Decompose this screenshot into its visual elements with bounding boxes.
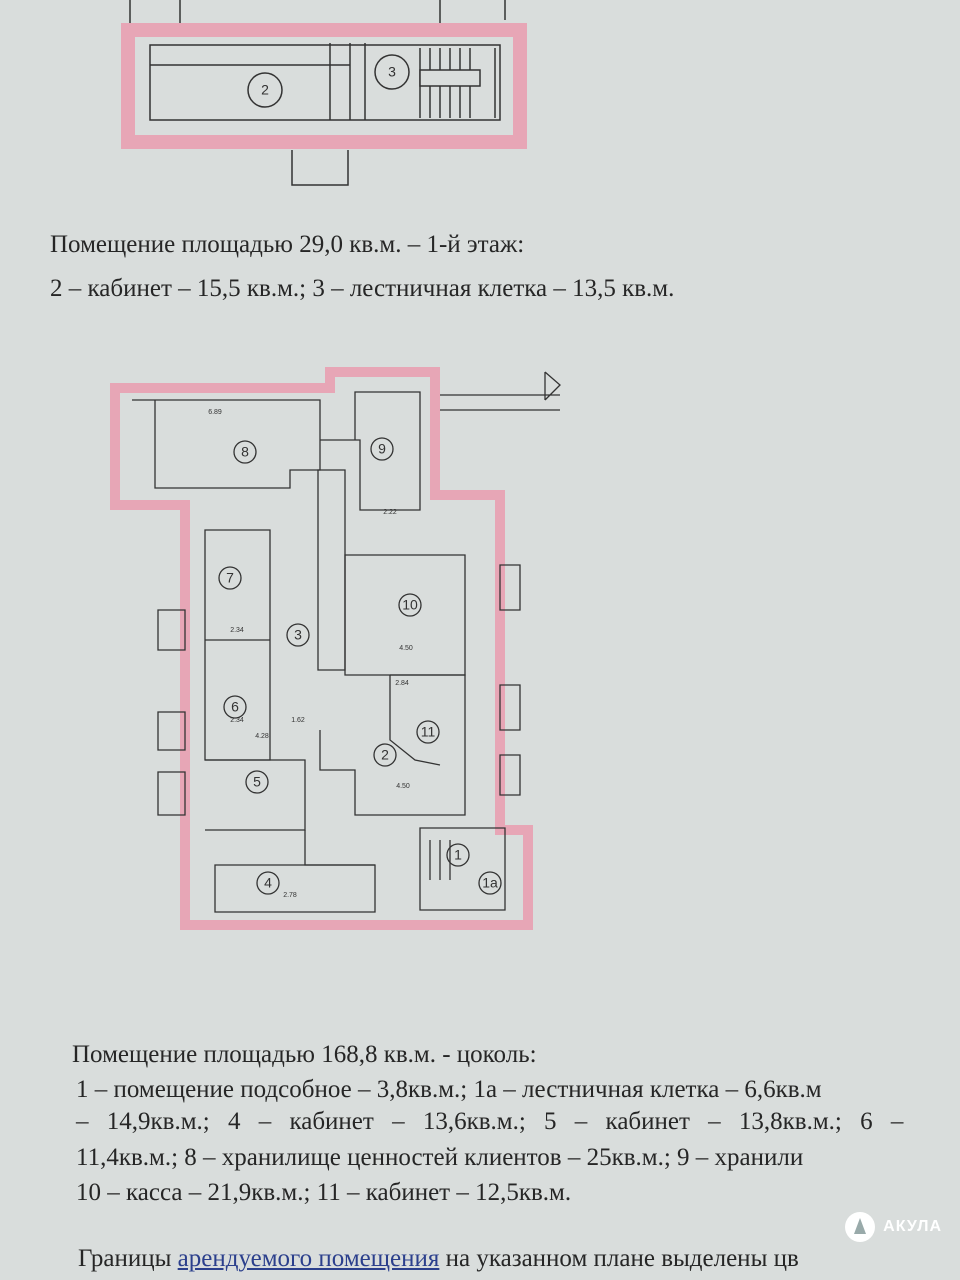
dimension-labels: 6.89 2.22 2.34 2.34 1.62 4.28 4.50 2.84 … <box>208 409 413 899</box>
room-label: 1 <box>454 847 462 863</box>
dimension-label: 4.50 <box>399 645 413 652</box>
footer-note-prefix: Границы <box>78 1245 178 1272</box>
basement-caption-title: Помещение площадью 168,8 кв.м. - цоколь: <box>72 1041 537 1068</box>
room-label: 11 <box>421 724 436 740</box>
dimension-label: 4.28 <box>255 733 269 740</box>
stairs-icon <box>429 840 451 880</box>
basement-caption-line: – 14,9кв.м.; 4 – кабинет – 13,6кв.м.; 5 … <box>76 1108 904 1135</box>
footer-note-suffix: на указанном плане выделены цв <box>439 1245 799 1272</box>
dimension-label: 1.62 <box>291 717 305 724</box>
room-label: 3 <box>294 627 302 643</box>
stairs-icon <box>419 48 496 118</box>
watermark-text: АКУЛА <box>883 1218 942 1235</box>
basement-caption-line: 1 – помещение подсобное – 3,8кв.м.; 1а –… <box>76 1076 822 1103</box>
basement-plan <box>110 367 561 930</box>
room-label: 7 <box>226 570 234 586</box>
room-label: 5 <box>253 774 261 790</box>
room-label: 2 <box>381 747 389 763</box>
basement-caption-line: 11,4кв.м.; 8 – хранилище ценностей клиен… <box>76 1144 804 1171</box>
footer-note-link[interactable]: арендуемого помещения <box>177 1245 440 1272</box>
first-floor-caption-title: Помещение площадью 29,0 кв.м. – 1-й этаж… <box>50 231 525 258</box>
dimension-label: 2.34 <box>230 717 244 724</box>
room-label: 2 <box>261 82 269 98</box>
dimension-label: 4.50 <box>396 783 410 790</box>
room-circles <box>218 437 502 895</box>
room-label: 10 <box>402 597 418 613</box>
room-label: 6 <box>231 699 239 715</box>
room-label: 3 <box>388 64 396 80</box>
room-label: 1а <box>482 875 498 891</box>
footer-note: Границы арендуемого помещения на указанн… <box>78 1244 799 1274</box>
first-floor-caption-rooms: 2 – кабинет – 15,5 кв.м.; 3 – лестничная… <box>50 275 675 302</box>
first-floor-plan <box>121 0 527 186</box>
shark-icon <box>845 1212 876 1242</box>
dimension-label: 2.22 <box>383 509 397 516</box>
dimension-label: 6.89 <box>208 409 222 416</box>
dimension-label: 2.34 <box>230 627 244 634</box>
room-labels: 8 9 7 3 10 6 11 2 5 4 1 1а <box>226 441 498 891</box>
room-label: 4 <box>264 875 272 891</box>
watermark-logo: АКУЛА <box>845 1212 942 1242</box>
room-label: 9 <box>378 441 386 457</box>
room-label: 8 <box>241 444 249 460</box>
dimension-label: 2.78 <box>283 892 297 899</box>
dimension-label: 2.84 <box>395 680 409 687</box>
basement-caption-line: 10 – касса – 21,9кв.м.; 11 – кабинет – 1… <box>76 1179 572 1206</box>
